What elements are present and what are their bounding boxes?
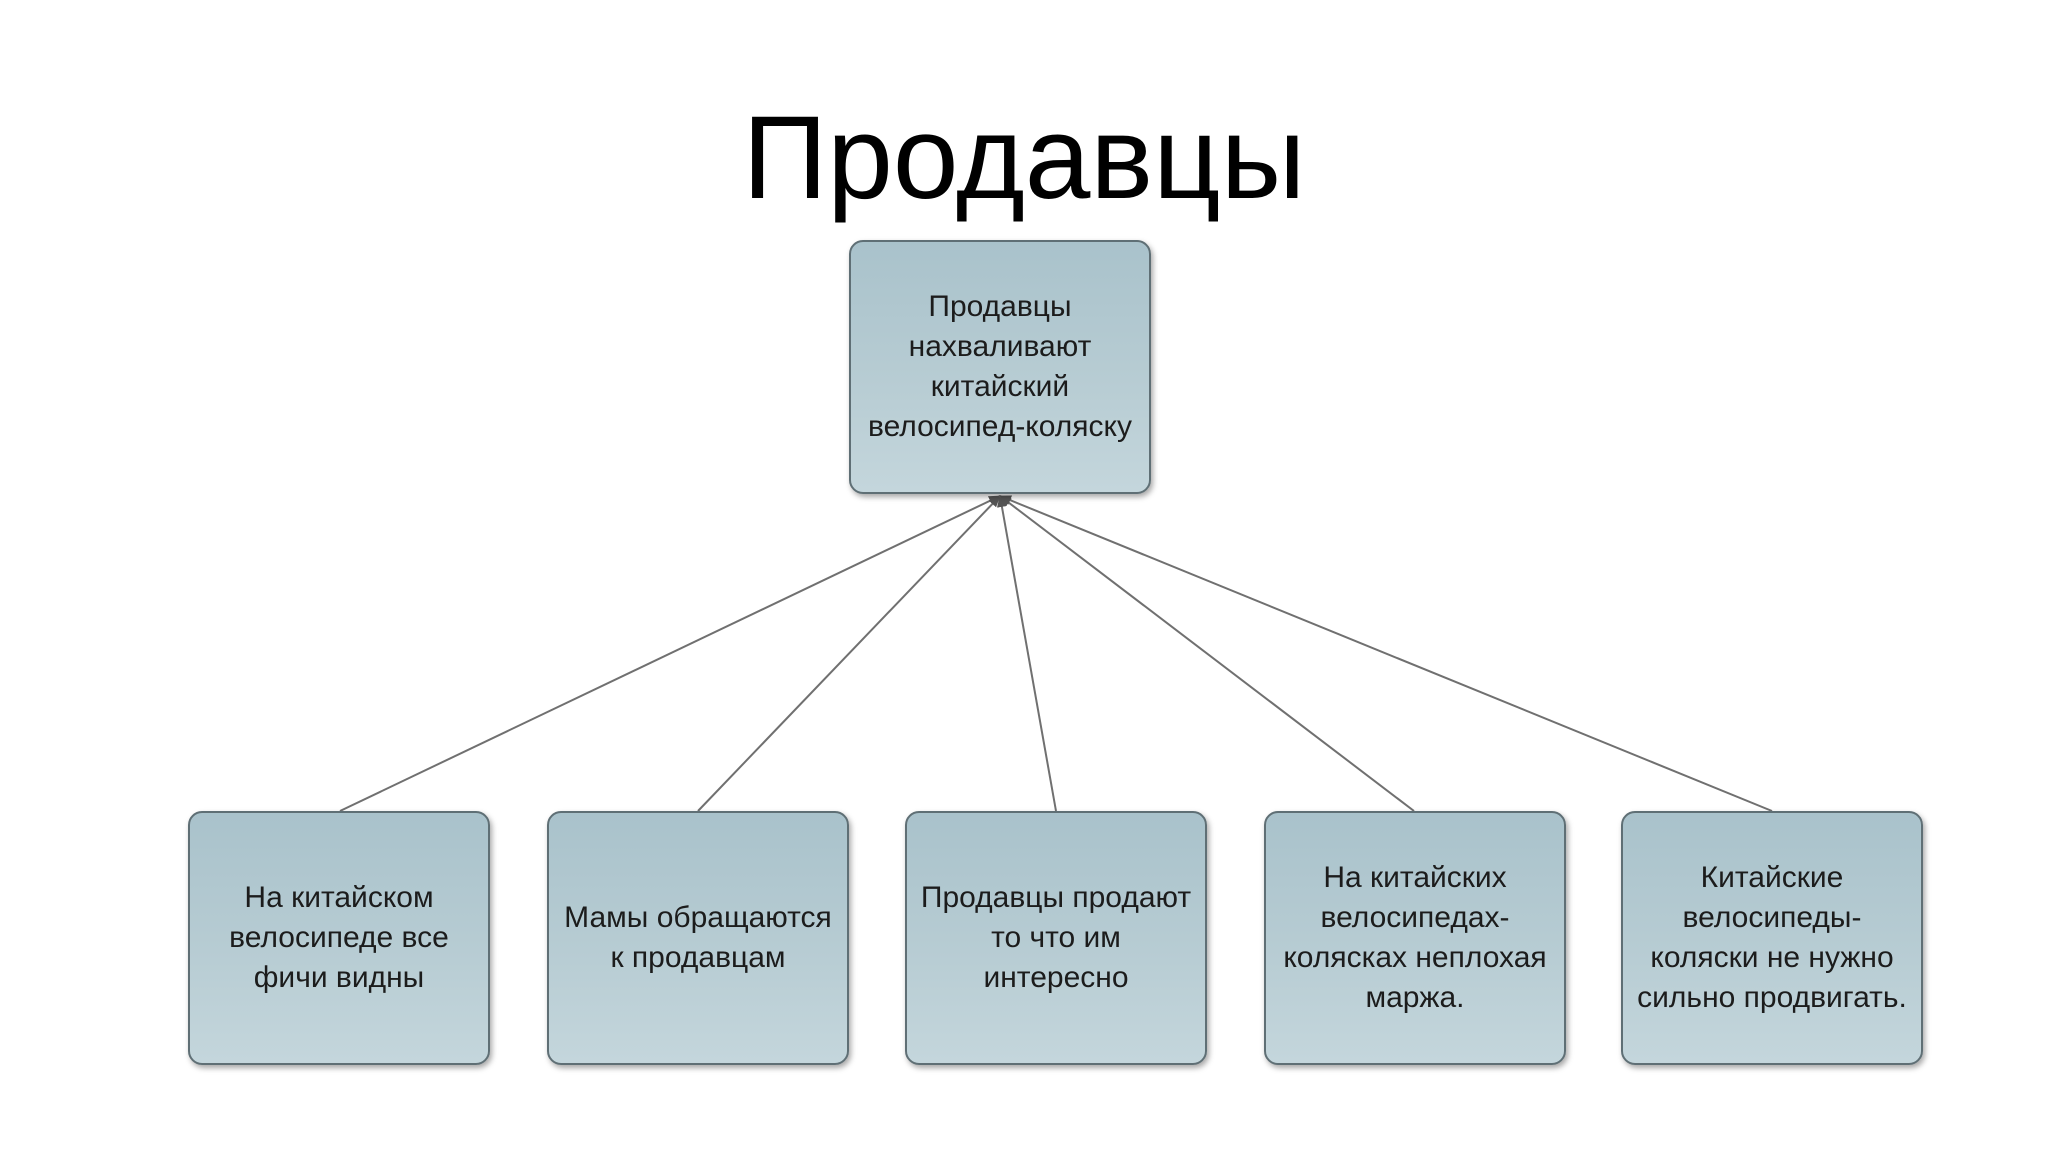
- root-node-text: Продавцы нахваливают китайский велосипед…: [867, 290, 1133, 443]
- child-node-2: Мамы обращаются к продавцам: [547, 811, 849, 1065]
- child-node-5: Китайские велосипеды- коляски не нужно с…: [1621, 811, 1923, 1065]
- arrow-child-4-to-root: [999, 495, 1415, 812]
- child-node-4-text: На китайских велосипедах- колясках непло…: [1283, 861, 1547, 1014]
- slide-title: Продавцы: [742, 92, 1306, 224]
- child-node-4: На китайских велосипедах- колясках непло…: [1264, 811, 1566, 1065]
- root-node: Продавцы нахваливают китайский велосипед…: [849, 240, 1151, 494]
- arrow-child-2-to-root: [697, 495, 1001, 812]
- child-node-5-text: Китайские велосипеды- коляски не нужно с…: [1637, 861, 1907, 1014]
- child-node-1: На китайском велосипеде все фичи видны: [188, 811, 490, 1065]
- arrow-child-1-to-root: [339, 495, 1001, 812]
- arrow-child-5-to-root: [999, 495, 1773, 812]
- child-node-2-text: Мамы обращаются к продавцам: [564, 901, 832, 974]
- arrow-child-3-to-root: [997, 495, 1057, 812]
- child-node-3: Продавцы продают то что им интересно: [905, 811, 1207, 1065]
- child-node-1-text: На китайском велосипеде все фичи видны: [229, 881, 449, 994]
- child-node-3-text: Продавцы продают то что им интересно: [920, 881, 1192, 994]
